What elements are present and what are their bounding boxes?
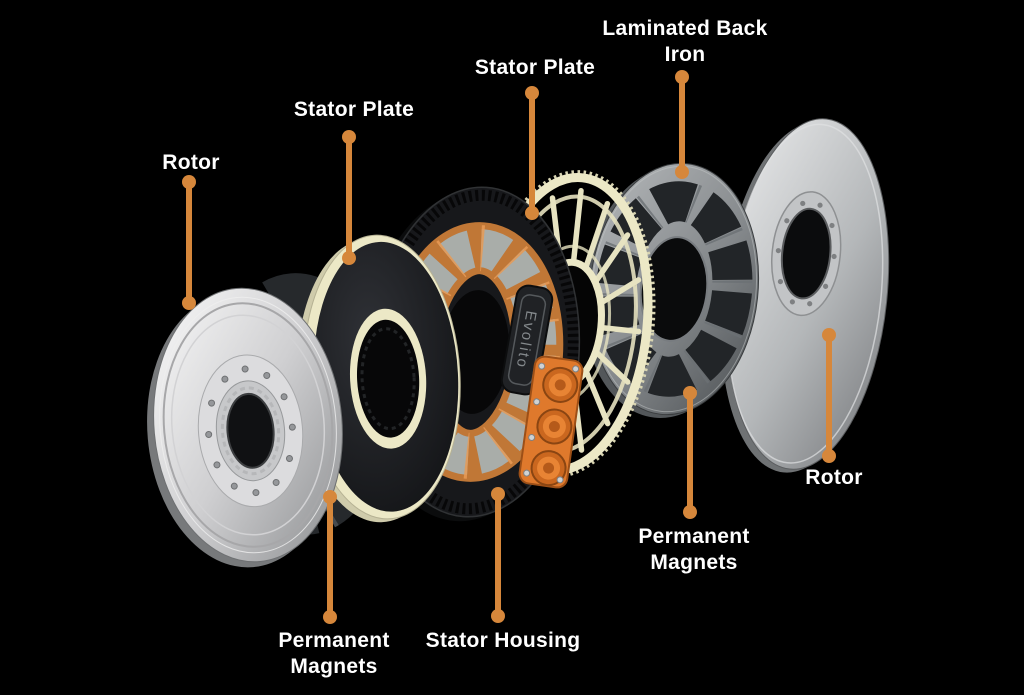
leader-stator-plate-left: [342, 130, 356, 265]
rotor-right-part: [720, 118, 890, 473]
leader-permanent-magnets-left: [323, 490, 337, 624]
label-laminated-back-iron: Laminated Back Iron: [602, 17, 768, 66]
label-stator-plate-top: Stator Plate: [474, 56, 596, 79]
stator-plate-left-part: [296, 234, 461, 523]
rotor-left-part: [147, 287, 343, 568]
label-rotor-left: Rotor: [162, 151, 220, 174]
leader-stator-housing: [491, 487, 505, 623]
label-stator-plate-left: Stator Plate: [293, 98, 415, 121]
label-permanent-magnets-left: Permanent Magnets: [278, 629, 390, 678]
leader-stator-plate-top: [525, 86, 539, 220]
leader-laminated-back-iron: [675, 70, 689, 179]
label-stator-housing: Stator Housing: [425, 629, 581, 652]
leader-rotor-left: [182, 175, 196, 310]
label-permanent-magnets-right: Permanent Magnets: [638, 525, 750, 574]
leader-rotor-right: [822, 328, 836, 463]
leader-permanent-magnets-right: [683, 386, 697, 519]
label-rotor-right: Rotor: [805, 466, 863, 489]
hv-connector: [518, 355, 584, 489]
